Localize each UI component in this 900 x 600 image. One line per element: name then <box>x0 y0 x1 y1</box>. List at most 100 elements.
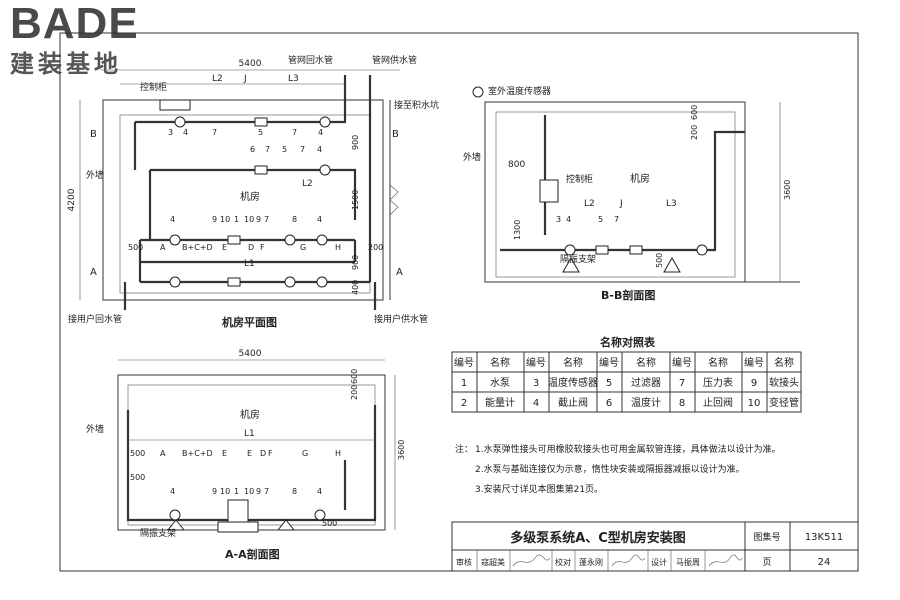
filter-icon <box>254 117 268 127</box>
bb-section: 室外温度传感器 外墙 800 控制柜 机房 L2 J L3 3 4 5 7 隔振… <box>463 85 800 302</box>
plan-low-num: 4 <box>170 215 175 224</box>
review-label: 审核 <box>456 557 472 567</box>
plan-dim-400: 400 <box>351 280 360 295</box>
table-header: 名称 <box>563 356 583 369</box>
plan-low-num: 8 <box>292 215 297 224</box>
table-header: 名称 <box>636 356 656 369</box>
aa-section: 5400 机房 L1 外墙 500 500 500 A B+C+D E E D … <box>86 349 406 561</box>
table-cell: 水泵 <box>490 377 510 389</box>
plan-low-num: 4 <box>317 215 322 224</box>
plan-low-num: 9 <box>256 215 261 224</box>
pump-icon <box>284 234 296 246</box>
bb-sensor-label: 室外温度传感器 <box>488 85 551 97</box>
design-label: 设计 <box>651 557 667 567</box>
atlas-label: 图集号 <box>753 531 780 543</box>
bb-dim-500: 500 <box>655 253 664 268</box>
designer-signature <box>708 554 743 567</box>
table-header: 编号 <box>526 356 546 369</box>
page-value: 24 <box>818 557 831 568</box>
checker-signature <box>611 554 646 567</box>
plan-drain-label: 接至积水坑 <box>394 99 439 111</box>
aa-num: 1 <box>234 487 239 496</box>
table-header: 编号 <box>599 356 619 369</box>
table-header: 编号 <box>454 356 474 369</box>
plan-dim-width: 5400 <box>239 59 262 69</box>
valve-icon <box>564 244 576 256</box>
plan-dim-L2b: L2 <box>302 179 313 189</box>
bb-dim-L2: L2 <box>584 199 595 209</box>
aa-dim-L1: L1 <box>244 429 255 439</box>
aa-num: 10 <box>244 487 254 496</box>
plan-supply-pipe-label: 管网供水管 <box>372 54 417 66</box>
support-icon <box>663 256 681 273</box>
bb-num: 5 <box>598 215 603 224</box>
brand-logo: BADE <box>10 0 139 48</box>
bb-dim-200: 200 <box>690 125 699 140</box>
note-item: 1.水泵弹性接头可用橡胶软接头也可用金属软管连接，具体做法以设计为准。 <box>475 443 781 455</box>
pump-base <box>217 521 259 533</box>
valve-icon <box>169 509 181 521</box>
aa-letter: G <box>302 449 308 458</box>
table-cell: 1 <box>461 378 467 389</box>
sheet-title: 多级泵系统A、C型机房安装图 <box>510 530 686 546</box>
control-cabinet <box>539 179 559 203</box>
table-cell: 软接头 <box>769 376 799 389</box>
plan-mid-num: 6 <box>250 145 255 154</box>
plan-top-num: 3 <box>168 128 173 137</box>
plan-mid-num: 7 <box>300 145 305 154</box>
aa-letter: A <box>160 449 166 458</box>
plan-control-cabinet-label: 控制柜 <box>140 81 167 93</box>
bb-dim-1300: 1300 <box>513 220 522 240</box>
aa-dim-500b: 500 <box>130 473 145 482</box>
plan-dim-900a: 900 <box>351 135 360 150</box>
aa-num: 10 <box>220 487 230 496</box>
plan-return-pipe-label: 管网回水管 <box>288 54 333 66</box>
aa-letter: F <box>268 449 273 458</box>
plan-low-num: 9 <box>212 215 217 224</box>
pump-icon <box>174 116 186 128</box>
plan-letter: F <box>260 243 265 252</box>
plan-mid-num: 4 <box>317 145 322 154</box>
energy-meter-icon <box>227 235 241 245</box>
plan-letter: B+C+D <box>182 243 213 252</box>
plan-letter: G <box>300 243 306 252</box>
plan-room-label: 机房 <box>240 190 260 203</box>
pump-icon <box>629 245 643 255</box>
plan-section-a-right: A <box>396 267 403 278</box>
aa-num: 4 <box>317 487 322 496</box>
table-header: 编号 <box>672 356 692 369</box>
table-cell: 8 <box>679 398 685 409</box>
aa-num: 7 <box>264 487 269 496</box>
table-cell: 变径管 <box>769 396 799 409</box>
table-cell: 压力表 <box>703 376 733 389</box>
plan-dim-L1: L1 <box>244 259 255 269</box>
aa-letter: D <box>260 449 266 458</box>
aa-dim-width: 5400 <box>239 349 262 359</box>
support-icon <box>276 519 296 531</box>
table-cell: 10 <box>748 398 761 409</box>
pump-icon <box>316 234 328 246</box>
bb-dim-600: 600 <box>690 105 699 120</box>
page-label: 页 <box>762 557 771 568</box>
plan-section-a-left: A <box>90 267 97 278</box>
plan-letter: H <box>335 243 341 252</box>
bb-room-label: 机房 <box>630 172 650 185</box>
plan-top-num: 7 <box>292 128 297 137</box>
table-cell: 2 <box>461 398 467 409</box>
pump-icon <box>284 276 296 288</box>
plan-top-num: 4 <box>318 128 323 137</box>
table-cell: 过滤器 <box>631 376 661 389</box>
aa-num: 9 <box>256 487 261 496</box>
table-cell: 止回阀 <box>703 396 733 409</box>
plan-top-num: 4 <box>183 128 188 137</box>
valve-icon <box>314 509 326 521</box>
notes: 注： 1.水泵弹性接头可用橡胶软接头也可用金属软管连接，具体做法以设计为准。 2… <box>455 443 781 495</box>
pump-icon <box>169 276 181 288</box>
plan-title: 机房平面图 <box>222 315 277 329</box>
plan-dim-height: 4200 <box>67 188 77 211</box>
table-cell: 3 <box>533 378 539 389</box>
plan-dim-L3: L3 <box>288 74 299 84</box>
designer: 马振周 <box>676 557 700 567</box>
